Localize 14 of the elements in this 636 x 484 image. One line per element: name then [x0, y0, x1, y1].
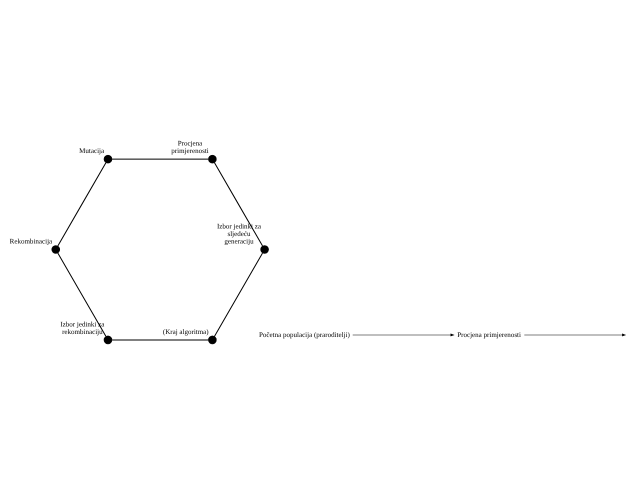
- connector: [214, 252, 263, 337]
- node-circle: [208, 336, 217, 344]
- arrow: [352, 334, 454, 336]
- node-circle: [52, 245, 60, 254]
- connector: [112, 339, 208, 340]
- node-circle: [104, 336, 112, 344]
- node-circle: [208, 154, 217, 164]
- node-circle: [104, 154, 112, 164]
- connector: [57, 252, 106, 337]
- connector: [57, 162, 106, 246]
- connector: [112, 158, 208, 160]
- node-circle: [260, 245, 269, 254]
- arrow: [524, 334, 626, 336]
- connector: [214, 162, 263, 246]
